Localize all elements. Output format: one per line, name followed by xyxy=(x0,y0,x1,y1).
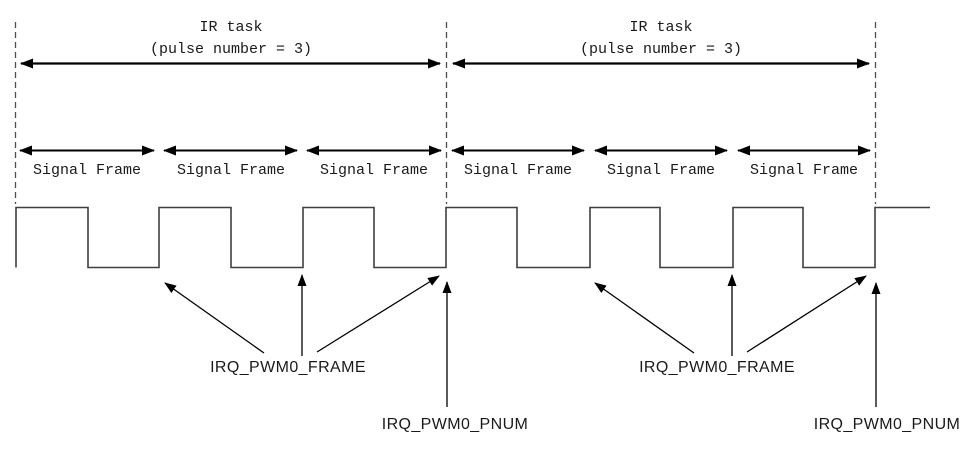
signal-frame-label-4: Signal Frame xyxy=(464,162,572,179)
signal-frame-label-3: Signal Frame xyxy=(320,162,428,179)
ir-task-subtitle-1: (pulse number = 3) xyxy=(150,41,312,58)
ir-task-title-1: IR task xyxy=(199,19,262,36)
irq-frame-pointer-arrow-4 xyxy=(594,282,695,354)
irq-frame-pointer-arrow-3 xyxy=(316,275,440,353)
irq-frame-pointer-arrow-1 xyxy=(164,282,265,354)
ir-task-title-2: IR task xyxy=(629,19,692,36)
irq-pnum-label-2: IRQ_PWM0_PNUM xyxy=(814,416,961,433)
ir-task-subtitle-2: (pulse number = 3) xyxy=(580,41,742,58)
irq-frame-label-2: IRQ_PWM0_FRAME xyxy=(639,359,795,376)
irq-pnum-label-1: IRQ_PWM0_PNUM xyxy=(382,416,529,433)
signal-frame-label-5: Signal Frame xyxy=(607,162,715,179)
pwm-waveform xyxy=(15,206,930,269)
signal-frame-label-6: Signal Frame xyxy=(750,162,858,179)
irq-frame-pointer-arrow-6 xyxy=(746,275,867,353)
signal-frame-label-1: Signal Frame xyxy=(33,162,141,179)
irq-frame-label-1: IRQ_PWM0_FRAME xyxy=(210,359,366,376)
signal-frame-label-2: Signal Frame xyxy=(177,162,285,179)
